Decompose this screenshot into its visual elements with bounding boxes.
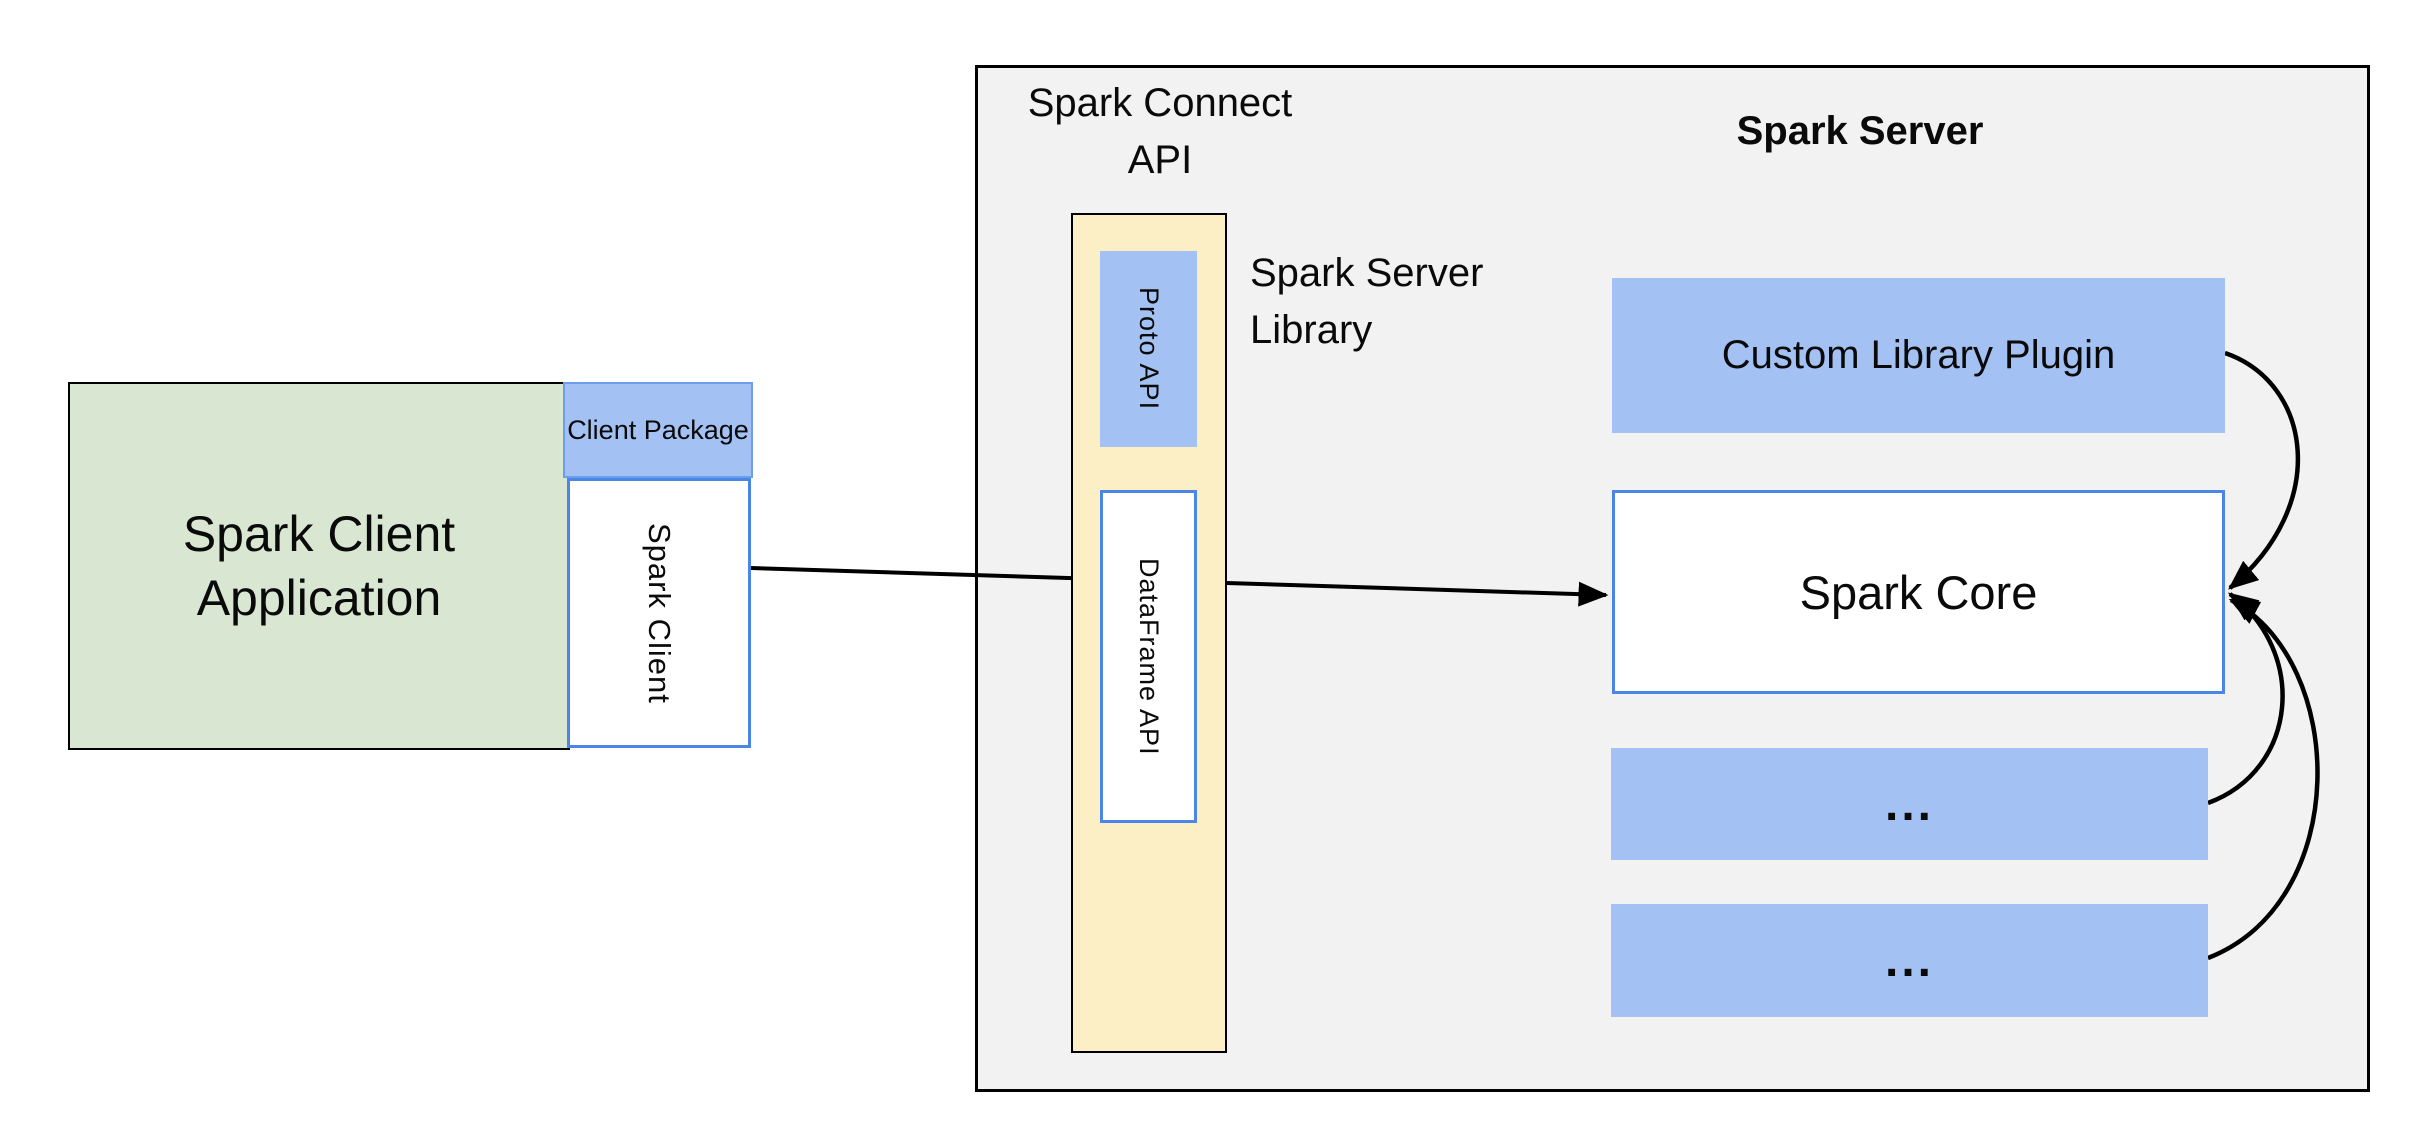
server-module-placeholder-2: ... [1611,904,2208,1017]
spark-client-application-box: Spark Client Application [68,382,570,750]
proto-api-box: Proto API [1100,251,1197,447]
server-module-placeholder-1: ... [1611,748,2208,860]
panel-title-spark-server: Spark Server [1736,109,1984,153]
dataframe-api-box: DataFrame API [1100,490,1197,823]
panel-title-spark-connect-api: Spark Connect API [1027,81,1293,182]
plugin-to-core-arrow [2224,350,2301,590]
module2-to-core-arrow [2207,598,2320,961]
custom-library-plugin-box: Custom Library Plugin [1612,278,2225,433]
spark-client-box: Spark Client [567,478,751,748]
server-library-label: Spark Server Library [1250,251,1484,352]
client-package-box: Client Package [563,382,753,478]
spark-core-box: Spark Core [1612,490,2225,694]
